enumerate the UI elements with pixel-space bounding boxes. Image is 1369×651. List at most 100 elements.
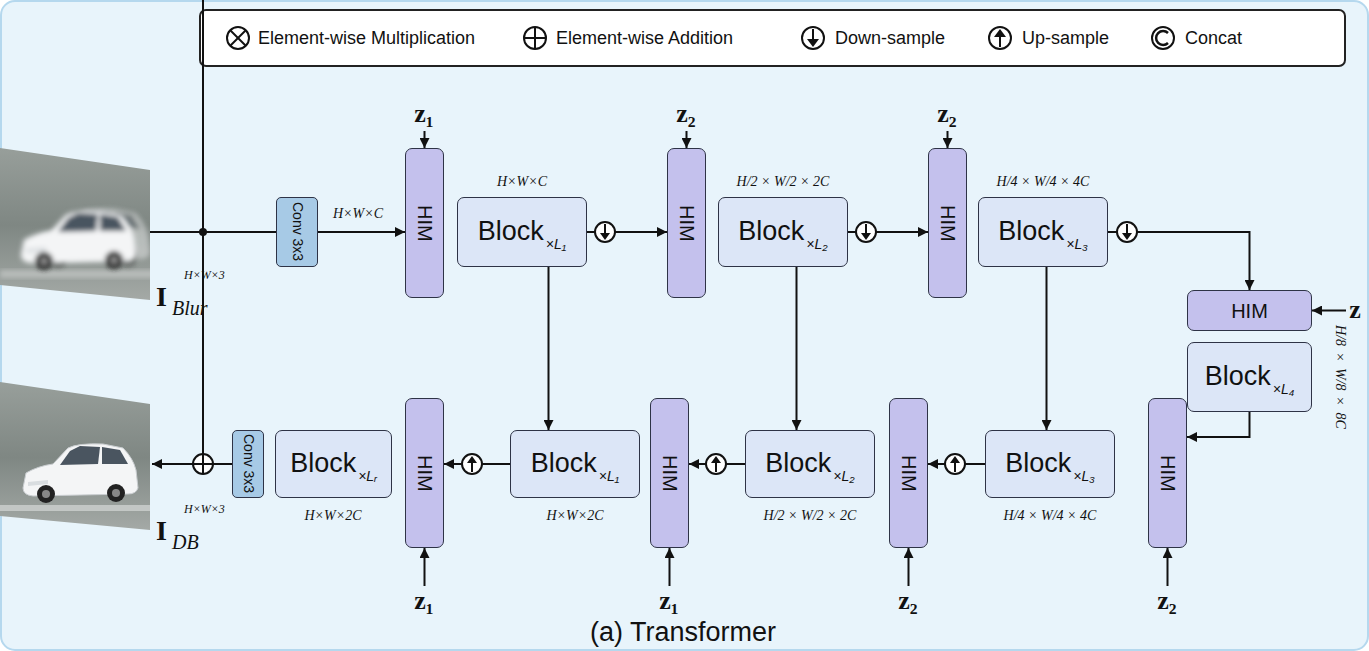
legend-box <box>200 10 1345 66</box>
image-ground <box>0 505 160 511</box>
dimension-label: H×W×2C <box>546 508 603 523</box>
z-arrow <box>1312 310 1346 312</box>
z-symbol: z₁ <box>414 587 433 616</box>
legend-symbols <box>227 27 1174 49</box>
input-wire <box>202 0 204 232</box>
image-subscript: DB <box>172 531 199 553</box>
legend-text: Concat <box>1185 28 1242 49</box>
image-symbol: I <box>156 516 167 547</box>
add-symbol <box>534 27 536 49</box>
him-label: HIM <box>937 205 959 242</box>
multiply-symbol <box>231 31 246 46</box>
dimension-label: H/4 × W/4 × 4C <box>1004 508 1097 523</box>
legend-text: Up-sample <box>1022 28 1109 49</box>
image-ground <box>0 270 160 278</box>
him-label: HIM <box>676 205 698 242</box>
car-picture <box>23 444 138 503</box>
dimension-label: H/4 × W/4 × 4C <box>997 174 1090 189</box>
legend-text: Element-wise Addition <box>556 28 733 49</box>
conv-box: Conv 3x3 <box>232 430 264 498</box>
him-label: HIM <box>414 205 436 242</box>
downsample-symbol <box>600 233 610 240</box>
conv-label: Conv 3x3 <box>240 434 255 493</box>
skip-connection <box>548 267 550 430</box>
block-repeat: ×L₁ <box>599 469 619 484</box>
him-label: HIM <box>898 455 920 492</box>
downsample-symbol <box>807 39 819 47</box>
figure-caption: (a) Transformer <box>590 617 776 648</box>
block-label: Block <box>1005 449 1071 479</box>
him-label: HIM <box>414 455 436 492</box>
dimension-label: H/2 × W/2 × 2C <box>764 508 857 523</box>
upsample-symbol <box>945 454 965 474</box>
conv-label: Conv 3x3 <box>289 202 304 261</box>
deblurred-image <box>0 375 160 540</box>
multiply-symbol <box>227 27 249 49</box>
block-box: Block×L₁ <box>457 197 587 267</box>
him-box: HIM <box>405 398 444 548</box>
block-label: Block <box>1205 362 1271 392</box>
block-repeat: ×L₃ <box>1066 237 1088 252</box>
block-label: Block <box>765 449 831 479</box>
block-label: Block <box>290 449 356 479</box>
image-symbol: I <box>156 282 167 313</box>
block-box: Block×L₂ <box>718 197 848 267</box>
image-superscript: H×W×3 <box>184 269 225 282</box>
block-repeat: ×L₄ <box>1273 382 1295 397</box>
dimension-label: H/2 × W/2 × 2C <box>737 174 830 189</box>
downsample-symbol <box>1122 233 1132 240</box>
output-wire <box>213 463 232 465</box>
block-box: Block×L₂ <box>745 430 875 498</box>
him-box: HIM <box>928 148 967 298</box>
z-symbol: z₂ <box>898 587 917 616</box>
residual-wire <box>202 232 204 454</box>
upsample-symbol <box>989 27 1011 49</box>
block-repeat: ×L₂ <box>833 469 854 484</box>
block-label: Block <box>478 217 544 247</box>
conv-box: Conv 3x3 <box>276 197 318 267</box>
legend-text: Element-wise Multiplication <box>258 28 475 49</box>
upsample-symbol <box>462 454 482 474</box>
add-symbol <box>524 27 546 49</box>
image-subscript: Blur <box>172 297 208 319</box>
skip-connection <box>1046 267 1048 430</box>
z-symbol: z₂ <box>1157 587 1176 616</box>
input-wire <box>150 231 276 233</box>
z-arrow <box>686 131 688 148</box>
flow-arrow <box>1187 412 1250 437</box>
z-arrow <box>908 548 910 586</box>
multiply-symbol <box>231 31 246 46</box>
blurred-image <box>0 140 160 310</box>
downsample-symbol <box>802 27 824 49</box>
z-arrow <box>1167 548 1169 586</box>
z-symbol: z₂ <box>676 100 695 129</box>
flow-arrow <box>318 231 405 233</box>
downsample-symbol <box>595 222 615 242</box>
dimension-label: H×W×C <box>333 206 383 221</box>
legend-text: Down-sample <box>835 28 945 49</box>
him-label: HIM <box>659 455 681 492</box>
dimension-label: H×W×C <box>497 174 547 189</box>
him-box: HIM <box>667 148 706 298</box>
block-box: Block×L₃ <box>985 430 1115 498</box>
block-repeat: ×L₃ <box>1073 469 1095 484</box>
upsample-symbol <box>994 29 1006 37</box>
him-label: HIM <box>1157 455 1179 492</box>
z-arrow <box>669 548 671 586</box>
skip-connection <box>796 267 798 430</box>
z-arrow <box>424 548 426 586</box>
block-box: Block×L₁ <box>510 430 640 498</box>
upsample-symbol <box>950 456 960 463</box>
z-symbol: z₂ <box>937 100 956 129</box>
him-box: HIM <box>650 398 689 548</box>
block-box: Block×Lᵣ <box>275 430 392 498</box>
block-label: Block <box>998 217 1064 247</box>
him-box: HIM <box>889 398 928 548</box>
image-ground <box>0 140 160 310</box>
him-label: HIM <box>1231 300 1268 322</box>
him-box: HIM <box>1148 398 1187 548</box>
